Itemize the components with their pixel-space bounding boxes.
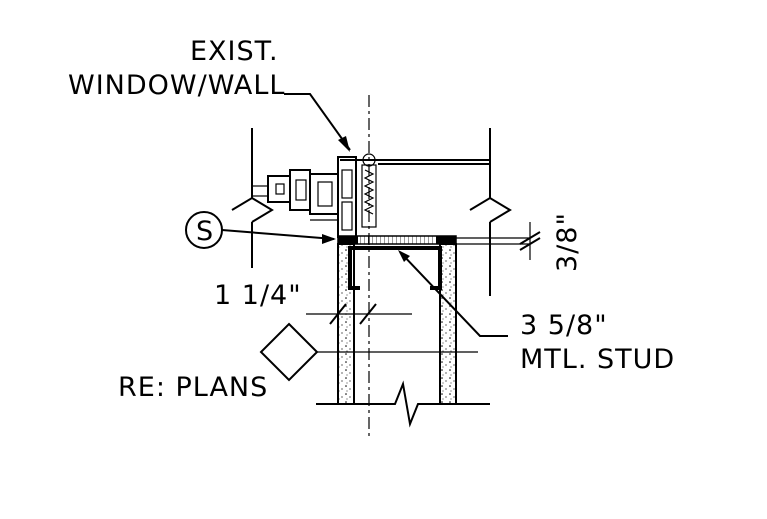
leader-stud-arrow	[398, 250, 410, 262]
lower-break-line	[316, 380, 490, 428]
label-dim-1-1-4: 1 1/4"	[214, 280, 302, 311]
wall-left-layer	[337, 243, 355, 405]
re-plans-diamond	[259, 322, 319, 382]
label-stud-size: 3 5/8"	[520, 310, 608, 341]
top-track	[337, 235, 530, 245]
leader-s-arrow	[322, 234, 336, 244]
wall-right-layer	[439, 243, 457, 405]
symbol-s-text: S	[196, 216, 214, 247]
dim-3-8	[519, 222, 541, 260]
leader-symbol-s	[221, 229, 335, 240]
label-dim-3-8: 3/8"	[552, 212, 583, 272]
existing-wall-left	[231, 128, 274, 268]
label-window-wall: WINDOW/WALL	[68, 70, 285, 101]
label-exist: EXIST.	[190, 36, 279, 67]
leader-exist-arrow	[338, 136, 350, 152]
label-mtl-stud: MTL. STUD	[520, 344, 675, 375]
metal-stud-channel	[348, 246, 442, 290]
leader-mtl-stud	[399, 251, 508, 337]
existing-wall-right	[469, 128, 512, 296]
label-re-plans: RE: PLANS	[118, 372, 268, 403]
dim-1-1-4	[306, 303, 412, 325]
existing-window-frame	[252, 153, 490, 238]
leader-exist-window	[284, 93, 351, 151]
